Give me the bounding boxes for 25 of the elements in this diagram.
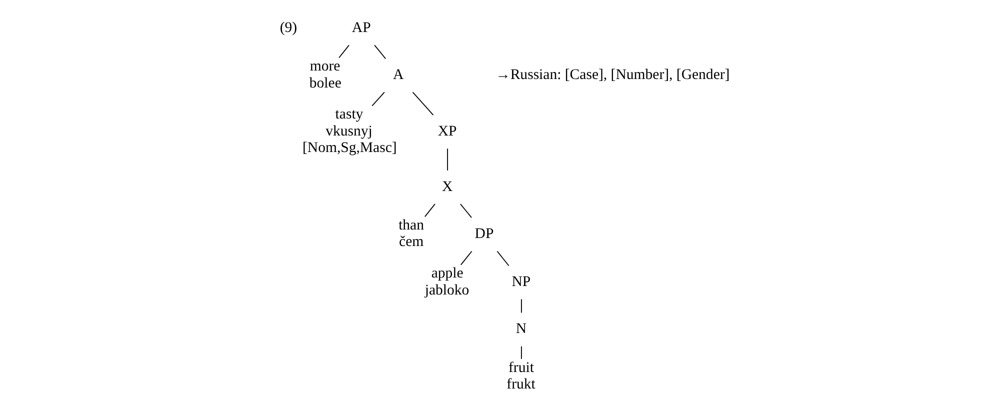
node-text: more bolee <box>308 58 341 92</box>
node-text: A <box>392 67 404 84</box>
connector <box>424 204 435 218</box>
node-text: DP <box>474 226 494 242</box>
node-text: N <box>515 321 526 338</box>
node-text: XP <box>437 123 456 140</box>
node-text: AP <box>351 20 370 36</box>
connector <box>446 148 448 171</box>
label: (9) <box>279 20 297 36</box>
node-text: fruit frukt <box>506 360 535 393</box>
node-text: tasty vkusnyj [Nom,Sg,Masc] <box>302 106 396 156</box>
connector <box>520 346 522 360</box>
node-text: apple jabloko <box>424 266 469 298</box>
label: →Russian: [Case], [Number], [Gender] <box>495 67 730 84</box>
connector <box>520 298 522 314</box>
connector <box>338 44 349 58</box>
node-text: X <box>441 178 452 195</box>
connector <box>460 250 472 266</box>
connector <box>460 204 472 218</box>
node-text: than čem <box>398 218 424 250</box>
node-text: NP <box>511 274 530 290</box>
connector <box>412 92 434 116</box>
connector <box>374 44 386 60</box>
connector <box>371 92 384 106</box>
connector <box>496 250 509 266</box>
